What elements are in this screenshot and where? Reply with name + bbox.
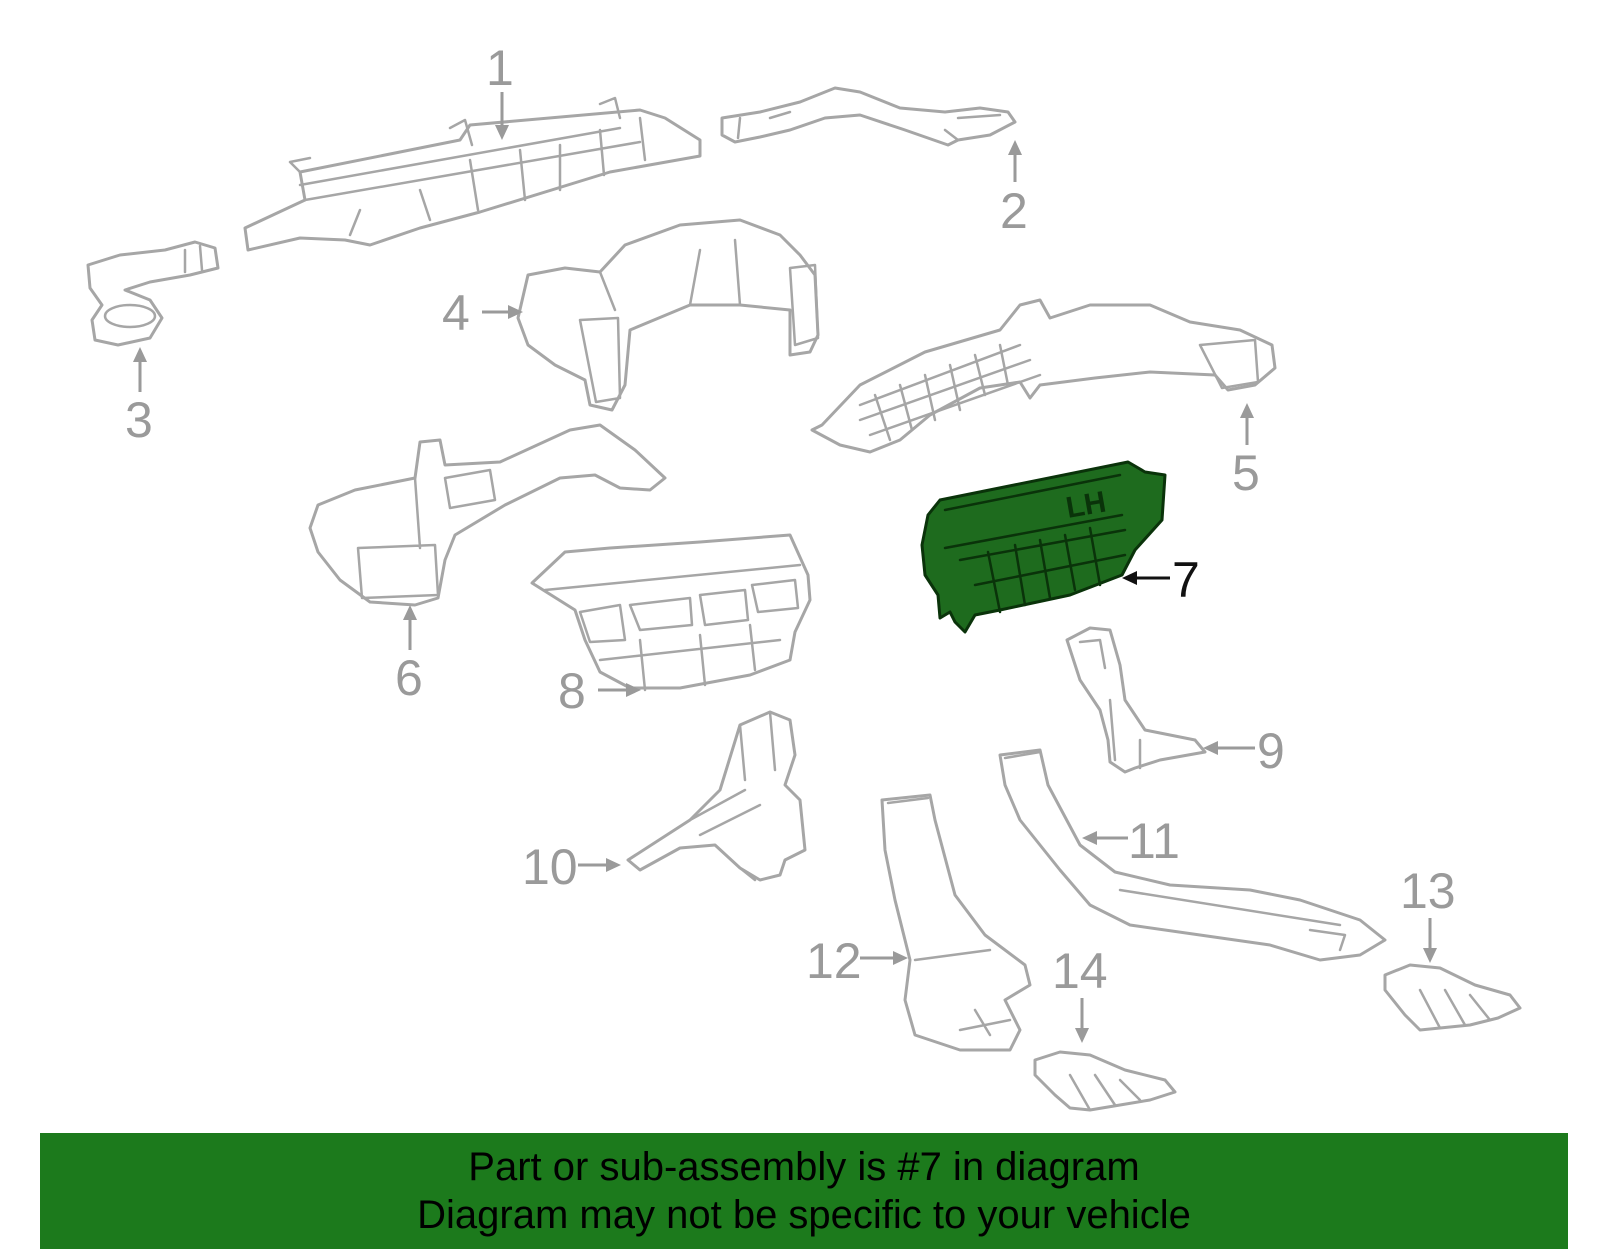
callout-6: 6 [395, 605, 423, 706]
callout-12-label: 12 [806, 933, 862, 989]
callout-1-label: 1 [486, 40, 514, 96]
part-12-rear-duct[interactable] [880, 793, 1032, 1052]
callout-8: 8 [558, 663, 641, 719]
part-9-duct-bracket[interactable] [1065, 626, 1207, 774]
callout-12: 12 [806, 933, 908, 989]
callout-4-label: 4 [442, 285, 470, 341]
part-7-lh-marking: LH [1063, 485, 1108, 524]
part-13-rear-outlet[interactable] [1383, 963, 1522, 1032]
callout-5-label: 5 [1232, 445, 1260, 501]
part-4-center-duct[interactable] [516, 218, 820, 412]
callout-1: 1 [486, 40, 514, 140]
part-10-lower-duct[interactable] [626, 710, 807, 882]
part-6-left-duct[interactable] [308, 423, 667, 607]
callout-7-label: 7 [1172, 552, 1200, 608]
callout-2-label: 2 [1000, 183, 1028, 239]
info-banner: Part or sub-assembly is #7 in diagram Di… [40, 1133, 1568, 1249]
callout-3: 3 [125, 347, 153, 448]
callout-7: 7 [1122, 552, 1200, 608]
callout-11: 11 [1082, 813, 1180, 869]
callout-10: 10 [522, 839, 621, 895]
part-5-right-duct[interactable] [810, 298, 1277, 454]
callout-14: 14 [1052, 943, 1108, 1043]
callout-6-label: 6 [395, 650, 423, 706]
part-3-side-vent-duct[interactable] [86, 240, 220, 347]
callout-11-label: 11 [1128, 813, 1180, 869]
callout-10-label: 10 [522, 839, 578, 895]
callout-2: 2 [1000, 140, 1028, 239]
part-14-rear-outlet[interactable] [1033, 1050, 1177, 1112]
callout-3-label: 3 [125, 392, 153, 448]
callout-14-label: 14 [1052, 943, 1108, 999]
callout-13: 13 [1400, 863, 1456, 963]
part-2-upper-duct[interactable] [720, 86, 1017, 147]
part-7-lh-duct-highlighted[interactable]: LH [920, 460, 1167, 634]
banner-line-2: Diagram may not be specific to your vehi… [417, 1193, 1191, 1237]
banner-line-1: Part or sub-assembly is #7 in diagram [468, 1145, 1140, 1189]
part-1-duct-rail[interactable] [243, 96, 702, 252]
callout-9: 9 [1203, 723, 1285, 779]
callout-5: 5 [1232, 403, 1260, 501]
callout-13-label: 13 [1400, 863, 1456, 919]
callout-8-label: 8 [558, 663, 586, 719]
callout-4: 4 [442, 285, 523, 341]
part-8-center-register[interactable] [530, 533, 812, 692]
part-11-floor-duct[interactable] [998, 748, 1387, 962]
callout-9-label: 9 [1257, 723, 1285, 779]
